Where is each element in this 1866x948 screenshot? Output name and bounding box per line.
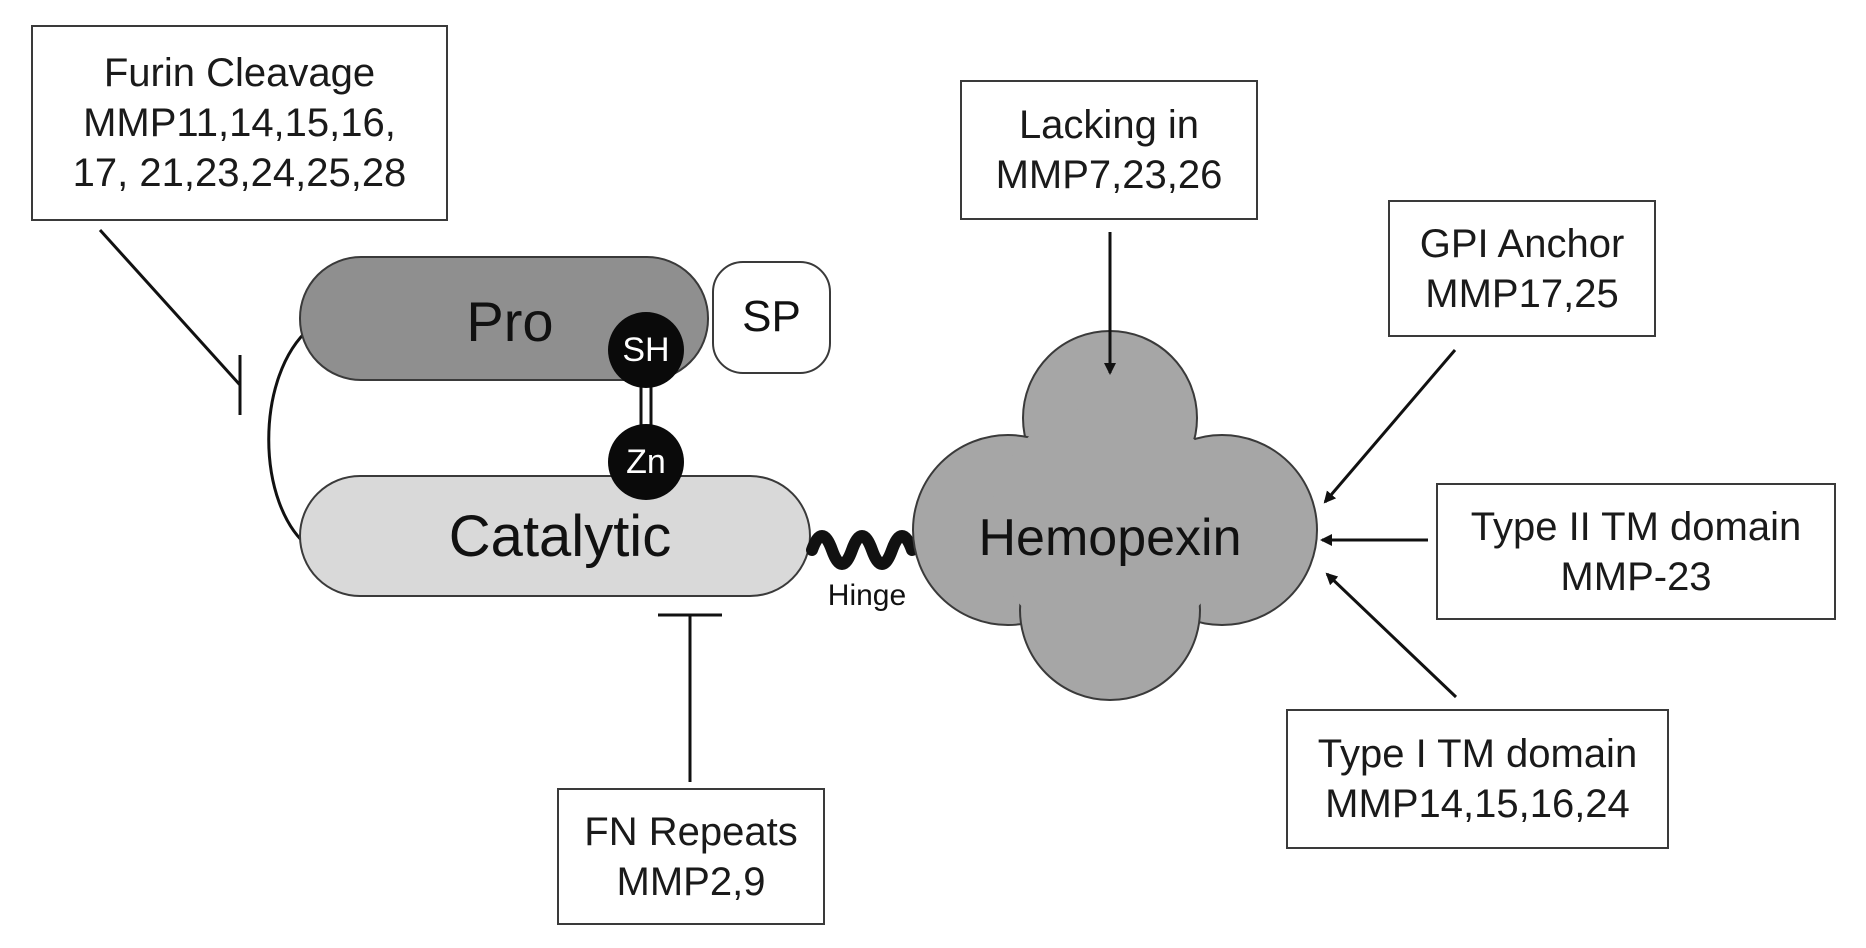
signal-peptide-shape <box>712 261 831 374</box>
furin-cleavage-box: Furin Cleavage MMP11,14,15,16, 17, 21,23… <box>31 25 448 221</box>
gpi-anchor-box: GPI Anchor MMP17,25 <box>1388 200 1656 337</box>
catalytic-label: Catalytic <box>448 504 672 569</box>
type1-line-2: MMP14,15,16,24 <box>1325 782 1630 826</box>
fn-repeats-box: FN Repeats MMP2,9 <box>557 788 825 925</box>
gpi-arrow <box>1323 349 1457 504</box>
type2-line-2: MMP-23 <box>1560 554 1712 599</box>
lacking-line-1: Lacking in <box>1018 103 1200 147</box>
furin-inhibition-line <box>98 228 242 387</box>
pro-catalytic-linker <box>267 326 311 550</box>
furin-line-3: 17, 21,23,24,25,28 <box>72 151 407 195</box>
furin-line-1: Furin Cleavage <box>103 51 376 95</box>
gpi-line-2: MMP17,25 <box>1425 271 1619 316</box>
cysteine-label: SH <box>622 331 670 369</box>
gpi-line-1: GPI Anchor <box>1419 221 1625 266</box>
lacking-in-box: Lacking in MMP7,23,26 <box>960 80 1258 220</box>
fn-line-2: MMP2,9 <box>616 859 766 904</box>
fn-line-1: FN Repeats <box>584 809 798 854</box>
type2-line-1: Type II TM domain <box>1470 504 1802 549</box>
hemopexin-label: Hemopexin <box>978 509 1242 567</box>
type1-arrow <box>1325 572 1458 699</box>
signal-peptide-label: SP <box>742 292 801 341</box>
hinge-label: Hinge <box>827 579 907 612</box>
pro-domain-shape <box>299 256 709 381</box>
type2-tm-box: Type II TM domain MMP-23 <box>1436 483 1836 620</box>
type1-line-1: Type I TM domain <box>1317 732 1638 776</box>
cysteine-sh-circle <box>608 312 684 388</box>
pro-label: Pro <box>466 290 554 353</box>
furin-line-2: MMP11,14,15,16, <box>83 101 396 145</box>
lacking-line-2: MMP7,23,26 <box>995 153 1223 197</box>
zinc-label: Zn <box>626 443 666 481</box>
hemopexin-domain-shape <box>912 330 1318 701</box>
hinge-coil <box>806 530 918 570</box>
type1-tm-box: Type I TM domain MMP14,15,16,24 <box>1286 709 1669 849</box>
zinc-circle <box>608 424 684 500</box>
catalytic-domain-shape <box>299 475 811 597</box>
